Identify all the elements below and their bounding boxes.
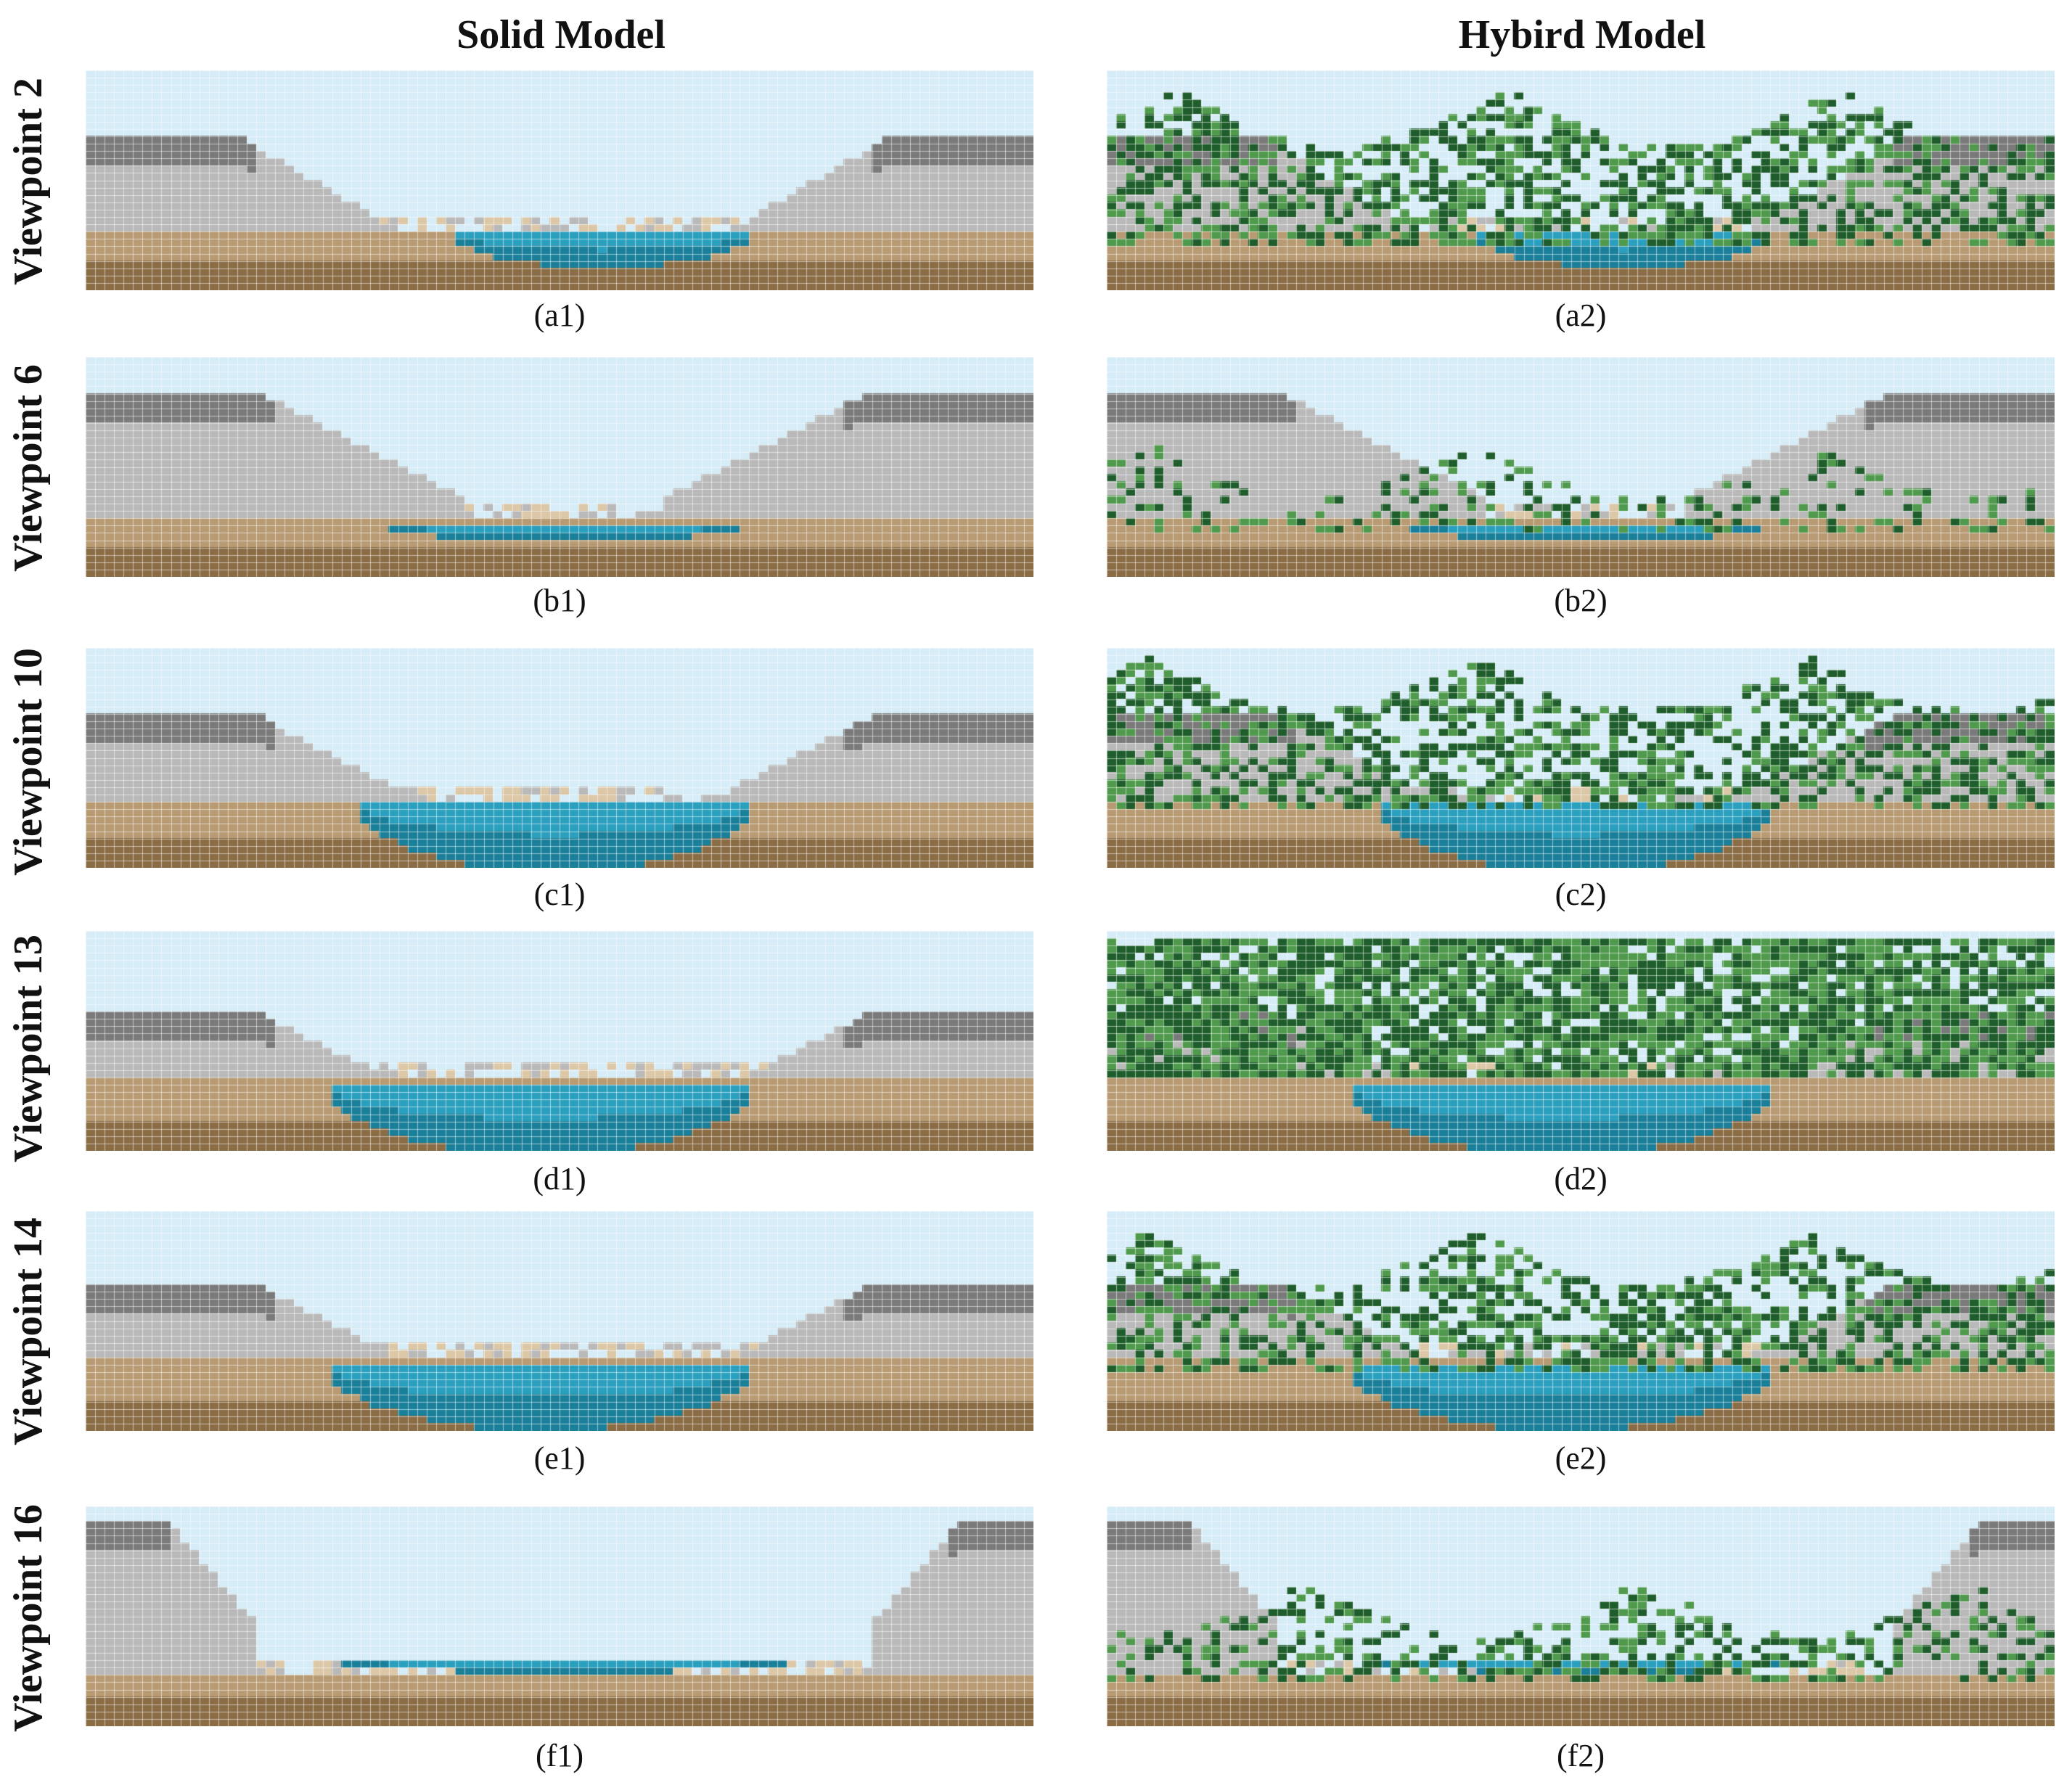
row-label-viewpoint-2: Viewpoint 2: [6, 78, 51, 285]
row-label-viewpoint-14: Viewpoint 14: [6, 1218, 51, 1445]
caption-d2: (d2): [1554, 1161, 1608, 1197]
panel-f1: [86, 1506, 1033, 1726]
row-label-viewpoint-13: Viewpoint 13: [6, 935, 51, 1162]
solid-model-header: Solid Model: [456, 12, 666, 57]
voxel-render-a1: [86, 70, 1033, 290]
panel-b2: [1107, 357, 2055, 577]
caption-e2: (e2): [1555, 1440, 1607, 1476]
voxel-render-f1: [86, 1506, 1033, 1726]
voxel-render-b1: [86, 357, 1033, 577]
voxel-render-d2: [1107, 931, 2055, 1151]
hybrid-model-header: Hybird Model: [1458, 12, 1706, 57]
panel-d1: [86, 931, 1033, 1151]
panel-f2: [1107, 1506, 2055, 1726]
panel-a1: [86, 70, 1033, 290]
panel-b1: [86, 357, 1033, 577]
caption-d1: (d1): [533, 1161, 586, 1197]
voxel-render-d1: [86, 931, 1033, 1151]
caption-a2: (a2): [1555, 298, 1607, 333]
panel-a2: [1107, 70, 2055, 290]
caption-f2: (f2): [1557, 1738, 1605, 1773]
caption-b2: (b2): [1554, 583, 1608, 618]
voxel-render-e2: [1107, 1211, 2055, 1431]
voxel-render-f2: [1107, 1506, 2055, 1726]
panel-e2: [1107, 1211, 2055, 1431]
caption-c1: (c1): [533, 877, 586, 912]
row-label-viewpoint-16: Viewpoint 16: [6, 1504, 51, 1732]
voxel-render-a2: [1107, 70, 2055, 290]
panel-e1: [86, 1211, 1033, 1431]
voxel-render-c1: [86, 648, 1033, 868]
caption-b1: (b1): [533, 583, 586, 618]
panel-c2: [1107, 648, 2055, 868]
voxel-render-c2: [1107, 648, 2055, 868]
caption-e1: (e1): [533, 1440, 586, 1476]
row-label-viewpoint-6: Viewpoint 6: [6, 364, 51, 572]
panel-d2: [1107, 931, 2055, 1151]
caption-c2: (c2): [1555, 877, 1607, 912]
caption-a1: (a1): [533, 298, 586, 333]
panel-c1: [86, 648, 1033, 868]
voxel-render-b2: [1107, 357, 2055, 577]
voxel-render-e1: [86, 1211, 1033, 1431]
row-label-viewpoint-10: Viewpoint 10: [6, 648, 51, 876]
caption-f1: (f1): [536, 1738, 583, 1773]
